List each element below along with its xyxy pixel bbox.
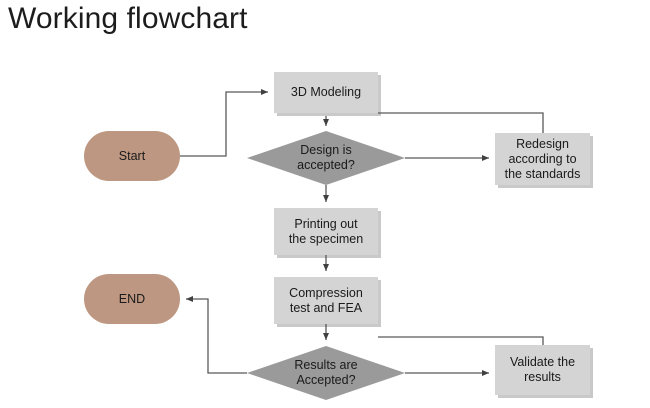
node-end-shape[interactable]	[84, 274, 180, 324]
node-printing-shape[interactable]	[274, 208, 378, 255]
page-title: Working flowchart	[8, 2, 248, 35]
node-design-decision-shape[interactable]	[247, 131, 405, 185]
connector-start-to-modeling	[180, 89, 268, 157]
node-validate-shape[interactable]	[495, 345, 590, 395]
node-compression-shape[interactable]	[274, 277, 378, 324]
connector-lines	[180, 89, 544, 376]
connector-redesign-to-modeling	[378, 112, 544, 133]
node-modeling-shape[interactable]	[274, 72, 378, 113]
node-start-shape[interactable]	[84, 131, 180, 181]
connector-decision-to-end	[186, 296, 247, 374]
node-redesign-shape[interactable]	[495, 133, 590, 185]
node-results-decision-shape[interactable]	[247, 346, 405, 400]
connector-validate-to-compression	[378, 336, 544, 345]
